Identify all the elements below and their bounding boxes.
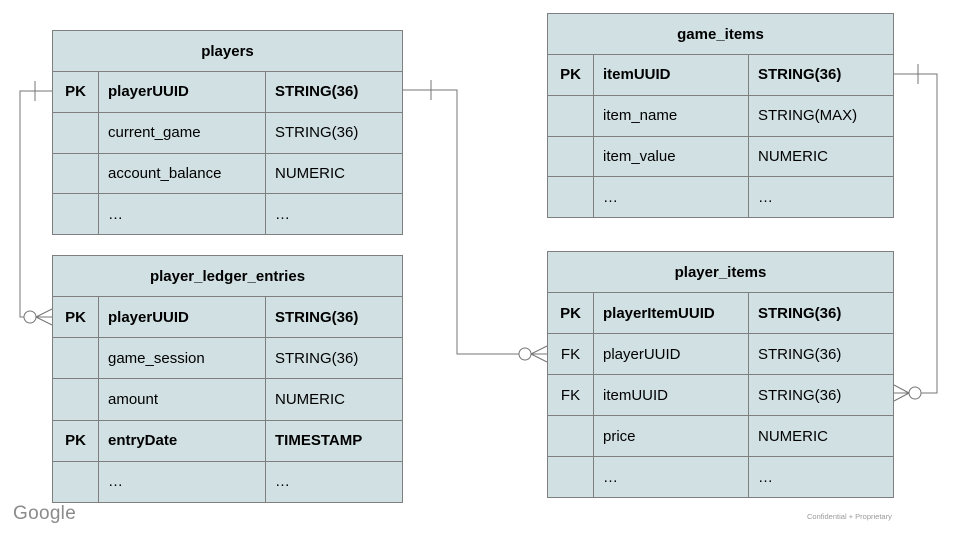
key-cell: PK bbox=[548, 293, 594, 333]
table-row: FK itemUUID STRING(36) bbox=[548, 375, 893, 416]
key-cell: PK bbox=[53, 72, 99, 112]
key-cell: FK bbox=[548, 375, 594, 415]
table-row: … … bbox=[548, 177, 893, 217]
relationship-players-to-player-ledger-entries bbox=[19, 81, 53, 326]
table-title: player_items bbox=[548, 252, 893, 293]
key-cell: PK bbox=[548, 55, 594, 95]
key-cell bbox=[548, 416, 594, 456]
type-cell: TIMESTAMP bbox=[275, 432, 363, 450]
field-cell: playerUUID bbox=[99, 297, 266, 338]
relationship-line bbox=[893, 73, 938, 394]
type-cell: … bbox=[275, 473, 290, 491]
type-cell: STRING(36) bbox=[758, 345, 842, 363]
field-cell: current_game bbox=[99, 112, 266, 153]
table-row: account_balance NUMERIC bbox=[53, 153, 402, 195]
field-cell: game_session bbox=[99, 338, 266, 379]
type-cell: STRING(36) bbox=[758, 66, 842, 84]
key-cell bbox=[548, 95, 594, 136]
field-cell: itemUUID bbox=[594, 55, 749, 95]
type-cell: STRING(36) bbox=[758, 386, 842, 404]
table-row: … … bbox=[548, 457, 893, 497]
cardinality-zero-circle bbox=[518, 347, 532, 361]
field-cell: price bbox=[594, 416, 749, 456]
table-row: item_name STRING(MAX) bbox=[548, 95, 893, 137]
type-cell: … bbox=[275, 205, 290, 223]
entity-table-player-ledger-entries: player_ledger_entries PK playerUUID STRI… bbox=[52, 255, 403, 503]
relationship-game-items-to-player-items bbox=[893, 64, 938, 402]
entity-table-players: players PK playerUUID STRING(36) current… bbox=[52, 30, 403, 235]
type-cell: STRING(36) bbox=[275, 83, 359, 101]
table-row: … … bbox=[53, 461, 402, 503]
key-cell bbox=[548, 177, 594, 217]
cardinality-zero-circle bbox=[908, 386, 922, 400]
entity-table-player-items: player_items PK playerItemUUID STRING(36… bbox=[547, 251, 894, 498]
crow-foot-icon bbox=[893, 384, 910, 402]
table-title: players bbox=[53, 31, 402, 72]
table-row: PK itemUUID STRING(36) bbox=[548, 55, 893, 96]
crow-foot-icon bbox=[530, 345, 548, 363]
key-cell: PK bbox=[53, 297, 99, 338]
type-cell: NUMERIC bbox=[758, 427, 828, 445]
relationship-line bbox=[19, 90, 52, 318]
field-cell: … bbox=[99, 461, 266, 503]
key-cell bbox=[548, 136, 594, 177]
relationship-line bbox=[403, 89, 519, 355]
field-cell: item_value bbox=[594, 136, 749, 177]
type-cell: … bbox=[758, 468, 773, 486]
table-row: FK playerUUID STRING(36) bbox=[548, 334, 893, 375]
type-cell: NUMERIC bbox=[758, 147, 828, 165]
cardinality-zero-circle bbox=[23, 310, 37, 324]
type-cell: STRING(36) bbox=[275, 124, 359, 142]
table-row: PK playerUUID STRING(36) bbox=[53, 72, 402, 113]
google-logo: Google bbox=[13, 503, 77, 524]
crow-foot-icon bbox=[35, 308, 53, 326]
table-row: game_session STRING(36) bbox=[53, 338, 402, 380]
key-cell bbox=[53, 461, 99, 503]
type-cell: NUMERIC bbox=[275, 391, 345, 408]
type-cell: STRING(36) bbox=[275, 349, 359, 367]
table-row: price NUMERIC bbox=[548, 416, 893, 457]
field-cell: entryDate bbox=[99, 420, 266, 461]
table-row: amount NUMERIC bbox=[53, 379, 402, 421]
table-row: … … bbox=[53, 194, 402, 234]
field-cell: amount bbox=[99, 379, 266, 420]
key-cell: PK bbox=[53, 420, 99, 461]
type-cell: STRING(36) bbox=[758, 304, 842, 322]
field-cell: item_name bbox=[594, 95, 749, 136]
type-cell: STRING(MAX) bbox=[758, 107, 858, 125]
field-cell: … bbox=[594, 177, 749, 217]
confidential-label: Confidential + Proprietary bbox=[807, 512, 892, 521]
key-cell bbox=[53, 379, 99, 420]
field-cell: … bbox=[99, 194, 266, 234]
table-row: PK entryDate TIMESTAMP bbox=[53, 420, 402, 462]
table-title: game_items bbox=[548, 14, 893, 55]
key-cell bbox=[53, 194, 99, 234]
entity-table-game-items: game_items PK itemUUID STRING(36) item_n… bbox=[547, 13, 894, 218]
key-cell bbox=[53, 153, 99, 194]
key-cell bbox=[53, 338, 99, 379]
relationship-players-to-player-items bbox=[403, 80, 548, 363]
type-cell: STRING(36) bbox=[275, 308, 359, 326]
table-row: current_game STRING(36) bbox=[53, 112, 402, 154]
field-cell: playerUUID bbox=[99, 72, 266, 112]
field-cell: playerUUID bbox=[594, 334, 749, 374]
field-cell: itemUUID bbox=[594, 375, 749, 415]
field-cell: playerItemUUID bbox=[594, 293, 749, 333]
table-row: item_value NUMERIC bbox=[548, 136, 893, 178]
key-cell bbox=[548, 457, 594, 497]
field-cell: account_balance bbox=[99, 153, 266, 194]
table-row: PK playerUUID STRING(36) bbox=[53, 297, 402, 339]
key-cell bbox=[53, 112, 99, 153]
type-cell: NUMERIC bbox=[275, 164, 345, 182]
key-cell: FK bbox=[548, 334, 594, 374]
table-title: player_ledger_entries bbox=[53, 256, 402, 297]
table-row: PK playerItemUUID STRING(36) bbox=[548, 293, 893, 334]
type-cell: … bbox=[758, 188, 773, 206]
field-cell: … bbox=[594, 457, 749, 497]
